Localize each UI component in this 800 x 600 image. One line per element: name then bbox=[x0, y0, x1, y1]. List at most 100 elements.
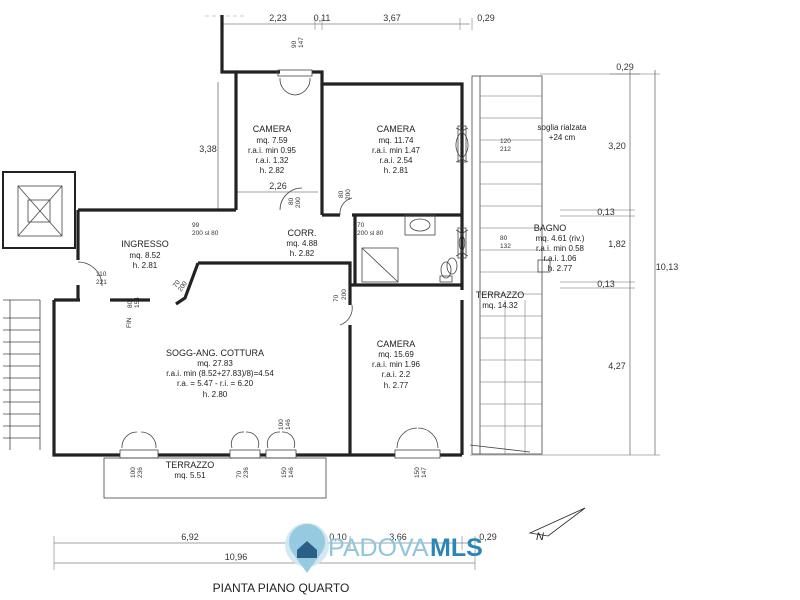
room-soggiorno: SOGG-ANG. COTTURA mq. 27.83 r.a.i. min (… bbox=[166, 348, 274, 399]
padova-mls-logo: PADOVA MLS bbox=[285, 523, 483, 573]
room-rai-min: r.a.i. min (8.52+27.83)/8)=4.54 bbox=[166, 369, 274, 378]
dim-bottom-total: 10,96 bbox=[225, 552, 248, 562]
dim-bottom-2: 0,10 bbox=[329, 532, 347, 542]
north-arrow-icon: N bbox=[528, 507, 586, 543]
logo-text-mls: MLS bbox=[430, 534, 483, 562]
room-area: mq. 8.52 bbox=[129, 251, 161, 260]
east-terrace bbox=[469, 75, 543, 455]
dim-right-4: 1,82 bbox=[608, 239, 626, 249]
room-rai-min: r.a.i. min 0.95 bbox=[248, 146, 297, 155]
room-height: h. 2.82 bbox=[290, 249, 315, 258]
opening-h: 200 bbox=[295, 197, 302, 208]
room-rai: r.a.i. 2.54 bbox=[380, 156, 413, 165]
room-height: h. 2.77 bbox=[548, 264, 573, 273]
opening-w: 70 bbox=[236, 470, 243, 478]
dim-top-3: 3,67 bbox=[383, 13, 401, 23]
room-bagno: BAGNO mq. 4.61 (riv.) r.a.i. min 0.58 r.… bbox=[534, 223, 585, 273]
room-rai: r.a.i. 1.32 bbox=[256, 156, 289, 165]
walls bbox=[52, 15, 464, 457]
opening-h: 236 bbox=[243, 467, 250, 478]
room-corr: CORR. mq. 4.88 h. 2.82 bbox=[286, 228, 318, 258]
plan-title: PIANTA PIANO QUARTO bbox=[213, 581, 350, 595]
soglia-note: soglia rialzata bbox=[538, 123, 587, 132]
opening-w: 99 bbox=[192, 222, 200, 229]
opening-labels: 90 147 120 212 80 132 80 200 80 200 99 2… bbox=[96, 37, 511, 478]
room-height: h. 2.80 bbox=[203, 390, 228, 399]
dim-inner: 2,26 bbox=[269, 181, 287, 191]
room-terrazzo-east: TERRAZZO mq. 14.32 bbox=[476, 290, 525, 310]
opening-w: 150 bbox=[414, 467, 421, 478]
opening-h: 212 bbox=[500, 146, 511, 153]
opening-h: 146 bbox=[285, 419, 292, 430]
room-area: mq. 14.32 bbox=[482, 301, 518, 310]
opening-h: 200 bbox=[341, 289, 348, 300]
logo-text-padova: PADOVA bbox=[328, 534, 429, 562]
opening-h: 221 bbox=[96, 279, 107, 286]
opening-w: 80 bbox=[127, 300, 134, 308]
opening-w: 150 bbox=[281, 467, 288, 478]
opening-w: 100 bbox=[278, 419, 285, 430]
room-rai-min: r.a.i. min 1.47 bbox=[372, 146, 421, 155]
dim-bottom-3: 3,66 bbox=[389, 532, 407, 542]
south-terrace-outline bbox=[103, 457, 327, 499]
soglia-height: +24 cm bbox=[549, 133, 576, 142]
dim-top-1: 2,23 bbox=[269, 13, 287, 23]
room-label: TERRAZZO bbox=[166, 460, 215, 470]
room-area: mq. 4.61 (riv.) bbox=[536, 234, 585, 243]
room-camera-c: CAMERA mq. 15.69 r.a.i. min 1.96 r.a.i. … bbox=[372, 339, 421, 390]
room-label: CAMERA bbox=[253, 124, 292, 134]
room-label: CAMERA bbox=[377, 339, 416, 349]
opening-h: 147 bbox=[421, 467, 428, 478]
bathroom-fixtures bbox=[361, 214, 551, 283]
room-height: h. 2.81 bbox=[133, 261, 158, 270]
opening-h: 200 sl 80 bbox=[357, 230, 384, 237]
room-label: TERRAZZO bbox=[476, 290, 525, 300]
opening-w: 80 bbox=[288, 197, 295, 205]
dim-right-6: 4,27 bbox=[608, 361, 626, 371]
room-height: h. 2.77 bbox=[384, 381, 409, 390]
opening-h: 132 bbox=[500, 243, 511, 250]
dim-right-total: 10,13 bbox=[656, 262, 679, 272]
opening-h: 154 bbox=[134, 297, 141, 308]
room-terrazzo-south: TERRAZZO mq. 5.51 bbox=[166, 460, 215, 480]
room-label: SOGG-ANG. COTTURA bbox=[166, 348, 264, 358]
room-rai-min: r.a.i. min 0.58 bbox=[536, 244, 585, 253]
dim-right-2: 3,20 bbox=[608, 141, 626, 151]
dim-left: 3,38 bbox=[199, 144, 217, 154]
dim-top-2: 0,11 bbox=[314, 13, 331, 23]
room-area: mq. 15.69 bbox=[378, 350, 414, 359]
room-label: CORR. bbox=[288, 228, 317, 238]
room-height: h. 2.82 bbox=[260, 166, 285, 175]
opening-w: 90 bbox=[291, 40, 298, 48]
opening-w: 100 bbox=[130, 467, 137, 478]
room-rai: r.a.i. 1.06 bbox=[544, 254, 577, 263]
right-dimensions: 0,29 3,20 0,13 1,82 0,13 4,27 10,13 bbox=[470, 62, 679, 456]
stair-core bbox=[2, 171, 76, 450]
room-area: mq. 4.88 bbox=[286, 239, 318, 248]
opening-h: 236 bbox=[137, 467, 144, 478]
room-area: mq. 11.74 bbox=[379, 136, 415, 145]
room-area: mq. 27.83 bbox=[197, 359, 233, 368]
opening-w: 80 bbox=[338, 190, 345, 198]
room-label: CAMERA bbox=[377, 124, 416, 134]
opening-w: 70 bbox=[172, 279, 182, 289]
room-height: h. 2.81 bbox=[384, 166, 409, 175]
room-area: mq. 5.51 bbox=[174, 471, 206, 480]
dim-right-1: 0,29 bbox=[616, 62, 634, 72]
opening-w: 80 bbox=[500, 235, 508, 242]
svg-text:N: N bbox=[536, 531, 544, 543]
dim-bottom-1: 6,92 bbox=[181, 532, 199, 542]
room-label: INGRESSO bbox=[121, 239, 169, 249]
room-rai: r.a.i. 2.2 bbox=[382, 370, 411, 379]
opening-h: 146 bbox=[288, 467, 295, 478]
dim-top-4: 0,29 bbox=[477, 13, 495, 23]
opening-w: 70 bbox=[333, 294, 340, 302]
dim-bottom-4: 0,29 bbox=[479, 532, 497, 542]
opening-h: 200 sl 80 bbox=[192, 230, 219, 237]
top-dimensions: 2,23 0,11 3,67 0,29 bbox=[205, 13, 495, 60]
room-ingresso: INGRESSO mq. 8.52 h. 2.81 bbox=[121, 239, 169, 270]
opening-w: 120 bbox=[500, 138, 511, 145]
room-label: BAGNO bbox=[534, 223, 567, 233]
opening-w: 110 bbox=[96, 271, 107, 278]
